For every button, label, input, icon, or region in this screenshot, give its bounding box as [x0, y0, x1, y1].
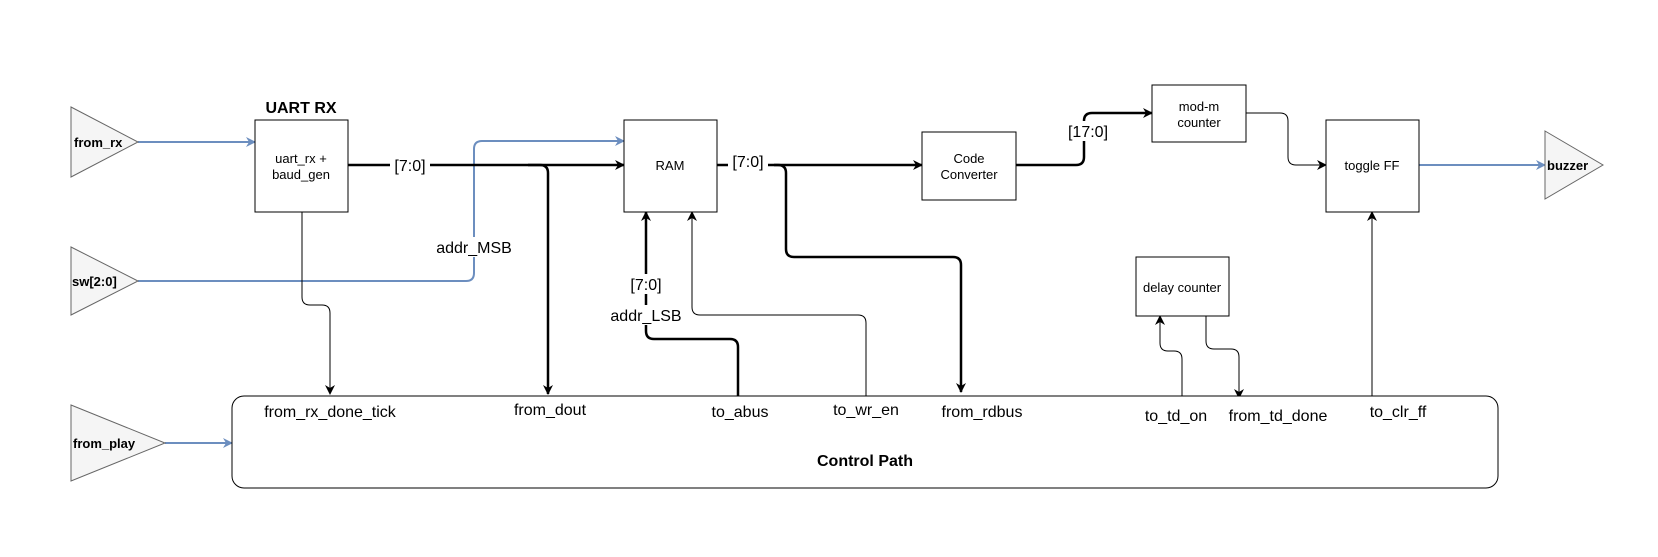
- bus-label-ram-out: [7:0]: [732, 154, 763, 171]
- svg-text:buzzer: buzzer: [1547, 158, 1588, 173]
- svg-text:Converter: Converter: [940, 167, 998, 182]
- port-from-rdbus: from_rdbus: [942, 404, 1023, 421]
- port-to-clr-ff: to_clr_ff: [1370, 404, 1427, 421]
- svg-text:from_rx: from_rx: [74, 135, 123, 150]
- wire-to-abus: [641, 211, 740, 396]
- wire-to-wr-en: [687, 211, 867, 396]
- svg-text:Control Path: Control Path: [817, 453, 913, 470]
- bus-label-uart-out: [7:0]: [394, 158, 425, 175]
- wire-to-td-on: [1155, 315, 1183, 396]
- wire-modm-to-toggle: [1246, 112, 1327, 170]
- svg-text:toggle FF: toggle FF: [1345, 158, 1400, 173]
- delay-counter-block: delay counter: [1135, 256, 1230, 317]
- input-sw: sw[2:0]: [70, 246, 140, 316]
- control-path-block: Control Path: [231, 395, 1499, 489]
- code-converter-block: Code Converter: [921, 131, 1017, 201]
- bus-label-code-out: [17:0]: [1068, 124, 1108, 141]
- svg-text:delay counter: delay counter: [1143, 280, 1222, 295]
- wire-from-rdbus: [774, 163, 966, 393]
- uart-rx-block: uart_rx + baud_gen: [254, 119, 349, 213]
- toggle-ff-block: toggle FF: [1325, 119, 1420, 213]
- svg-text:counter: counter: [1177, 115, 1221, 130]
- addr-msb-label: addr_MSB: [436, 240, 512, 257]
- bus-label-addr-lsb-width: [7:0]: [630, 277, 661, 294]
- svg-text:baud_gen: baud_gen: [272, 167, 330, 182]
- addr-lsb-label: addr_LSB: [610, 308, 681, 325]
- wire-from-td-done: [1205, 316, 1244, 399]
- input-from-rx: from_rx: [70, 106, 140, 178]
- wire-addr-msb: [138, 136, 625, 282]
- output-buzzer: buzzer: [1544, 130, 1604, 200]
- wire-from-dout: [528, 163, 553, 395]
- svg-text:from_play: from_play: [73, 436, 136, 451]
- svg-text:mod-m: mod-m: [1179, 99, 1219, 114]
- mod-m-counter-block: mod-m counter: [1151, 84, 1247, 143]
- ram-block: RAM: [623, 119, 718, 213]
- port-from-rx-done-tick: from_rx_done_tick: [264, 404, 397, 421]
- port-to-abus: to_abus: [712, 404, 769, 421]
- svg-text:uart_rx +: uart_rx +: [275, 151, 327, 166]
- input-from-play: from_play: [70, 404, 167, 482]
- port-to-td-on: to_td_on: [1145, 408, 1207, 425]
- uart-title: UART RX: [265, 100, 336, 117]
- svg-text:Code: Code: [953, 151, 984, 166]
- wire-rx-done-tick: [301, 212, 335, 395]
- port-to-wr-en: to_wr_en: [833, 402, 899, 419]
- port-from-td-done: from_td_done: [1229, 408, 1328, 425]
- svg-text:sw[2:0]: sw[2:0]: [72, 274, 117, 289]
- svg-text:RAM: RAM: [656, 158, 685, 173]
- port-from-dout: from_dout: [514, 402, 587, 419]
